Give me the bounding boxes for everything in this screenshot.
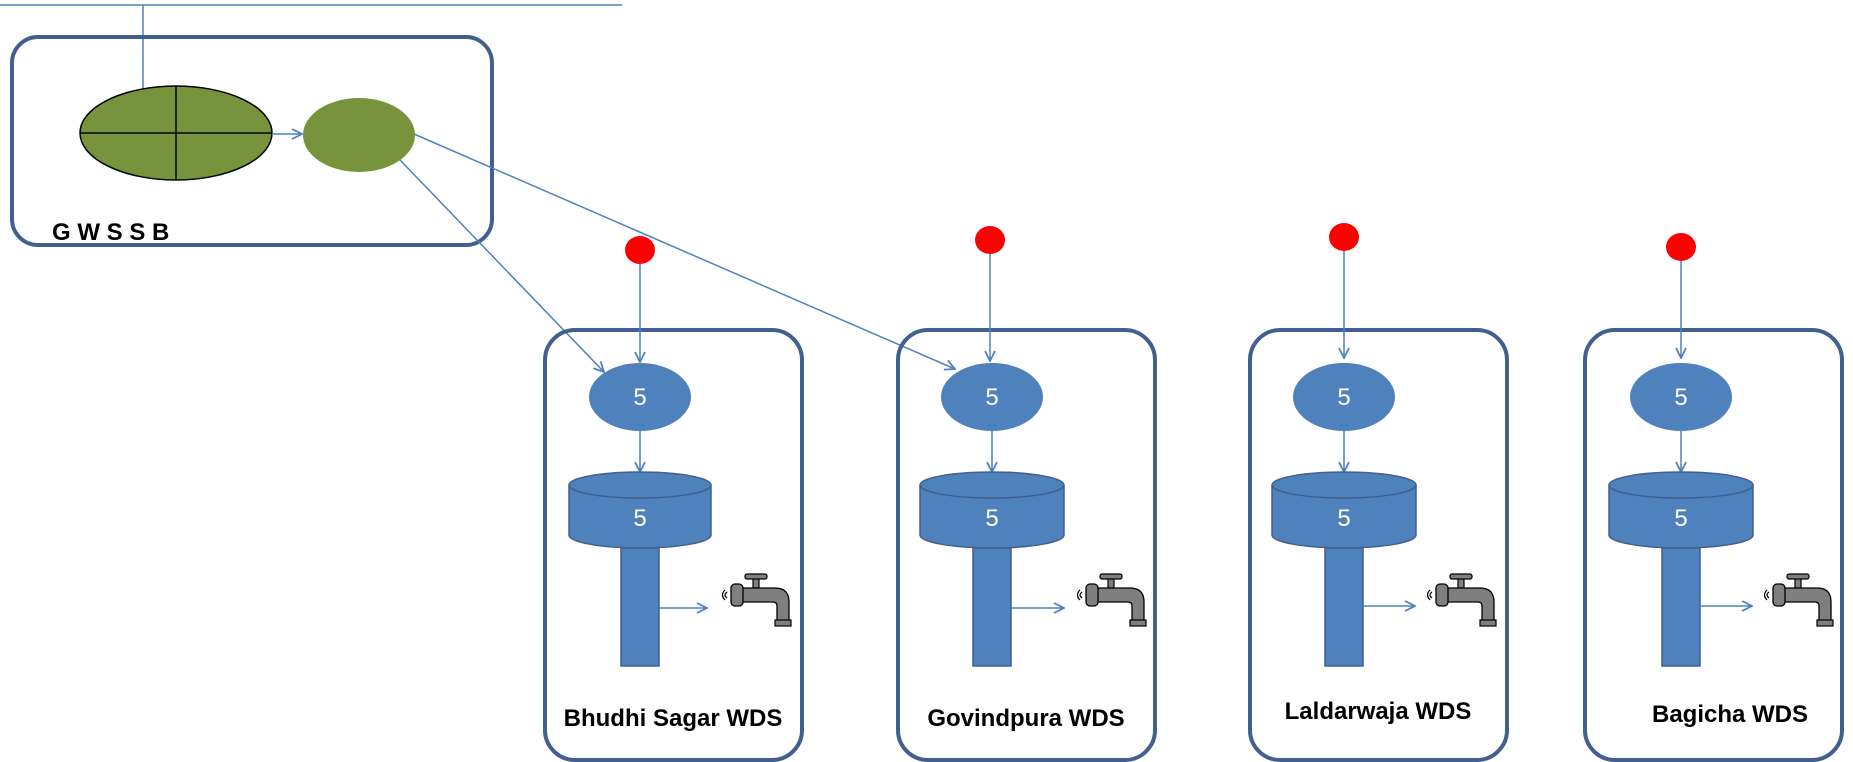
station-1: 5 5 Bhudhi Sagar WDS (543, 236, 804, 762)
tank-pipe (1661, 547, 1701, 667)
inlet-value: 5 (985, 384, 998, 411)
inlet-node (1293, 363, 1395, 431)
inlet-node (1630, 363, 1732, 431)
tank-top (1608, 471, 1754, 499)
faucet-icon (1076, 573, 1147, 627)
station-name: Bhudhi Sagar WDS (564, 705, 783, 732)
source-node (625, 236, 655, 264)
tank-value: 5 (1337, 505, 1350, 532)
station-frame (1583, 328, 1844, 762)
tank-value: 5 (633, 505, 646, 532)
station-4: 5 5 Bagicha WDS (1583, 233, 1844, 762)
faucet-icon (1763, 573, 1834, 627)
tank-pipe (1324, 547, 1364, 667)
inlet-value: 5 (633, 384, 646, 411)
faucet-icon (721, 573, 792, 627)
tank-value: 5 (1674, 505, 1687, 532)
inlet-value: 5 (1674, 384, 1687, 411)
faucet-icon (1426, 573, 1497, 627)
transmission-arrow-1 (399, 159, 604, 372)
station-name: Laldarwaja WDS (1285, 698, 1472, 725)
gwssb-distribution-node (303, 98, 415, 172)
station-frame (543, 328, 804, 762)
gwssb-frame (10, 35, 494, 247)
inlet-node (589, 363, 691, 431)
tank-top (1271, 471, 1417, 499)
source-node (1329, 223, 1359, 251)
tank-pipe (620, 547, 660, 667)
tank-pipe (972, 547, 1012, 667)
station-name: Bagicha WDS (1652, 701, 1808, 728)
tank-top (919, 471, 1065, 499)
station-2: 5 5 Govindpura WDS (896, 226, 1157, 762)
source-node (1666, 233, 1696, 261)
station-3: 5 5 Laldarwaja WDS (1248, 223, 1509, 762)
source-node (975, 226, 1005, 254)
gwssb-block: G W S S B (10, 35, 494, 247)
tank-top (568, 471, 712, 499)
inlet-value: 5 (1337, 384, 1350, 411)
gwssb-label: G W S S B (52, 219, 169, 246)
station-name: Govindpura WDS (927, 705, 1124, 732)
tank-value: 5 (985, 505, 998, 532)
station-frame (1248, 328, 1509, 762)
inlet-node (941, 363, 1043, 431)
transmission-arrow-2 (413, 133, 955, 369)
station-frame (896, 328, 1157, 762)
